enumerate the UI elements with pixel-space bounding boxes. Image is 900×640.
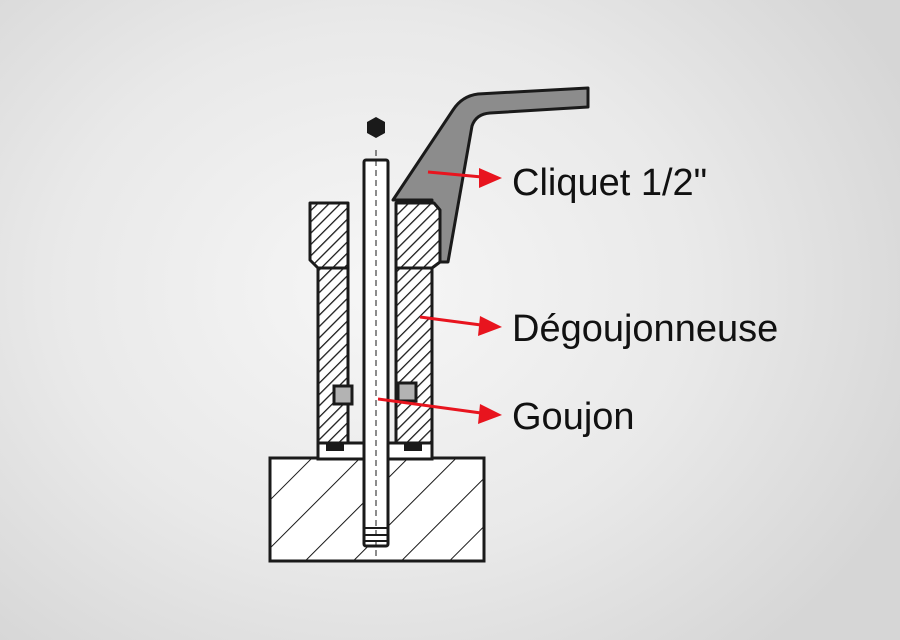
- leader-arrow-stud-extractor: [419, 315, 502, 336]
- label-stud: Goujon: [512, 396, 635, 438]
- leader-arrow-ratchet: [427, 168, 502, 188]
- leader-arrow-stud: [377, 397, 502, 424]
- locking-insert-right: [396, 381, 418, 403]
- label-ratchet: Cliquet 1/2": [512, 162, 707, 204]
- ratchet-handle: [391, 86, 590, 264]
- label-stud-extractor: Dégoujonneuse: [512, 308, 778, 350]
- hexagon-icon: [367, 117, 385, 138]
- locking-insert-left: [332, 384, 354, 406]
- stud: [362, 150, 390, 560]
